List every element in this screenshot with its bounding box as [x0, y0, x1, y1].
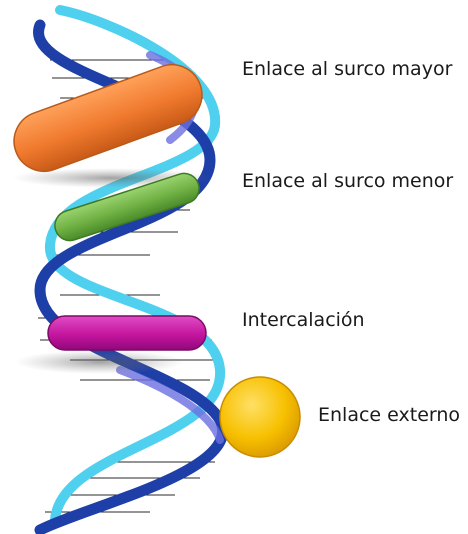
label-minor-groove-binding: Enlace al surco menor — [242, 170, 454, 192]
minor-groove-binder — [54, 172, 200, 242]
external-binder — [219, 376, 301, 458]
major-groove-binder — [12, 63, 212, 188]
label-major-groove-binding: Enlace al surco mayor — [242, 58, 453, 80]
label-external-binding: Enlace externo — [318, 404, 461, 426]
intercalator — [15, 315, 207, 374]
label-intercalation: Intercalación — [242, 309, 365, 331]
